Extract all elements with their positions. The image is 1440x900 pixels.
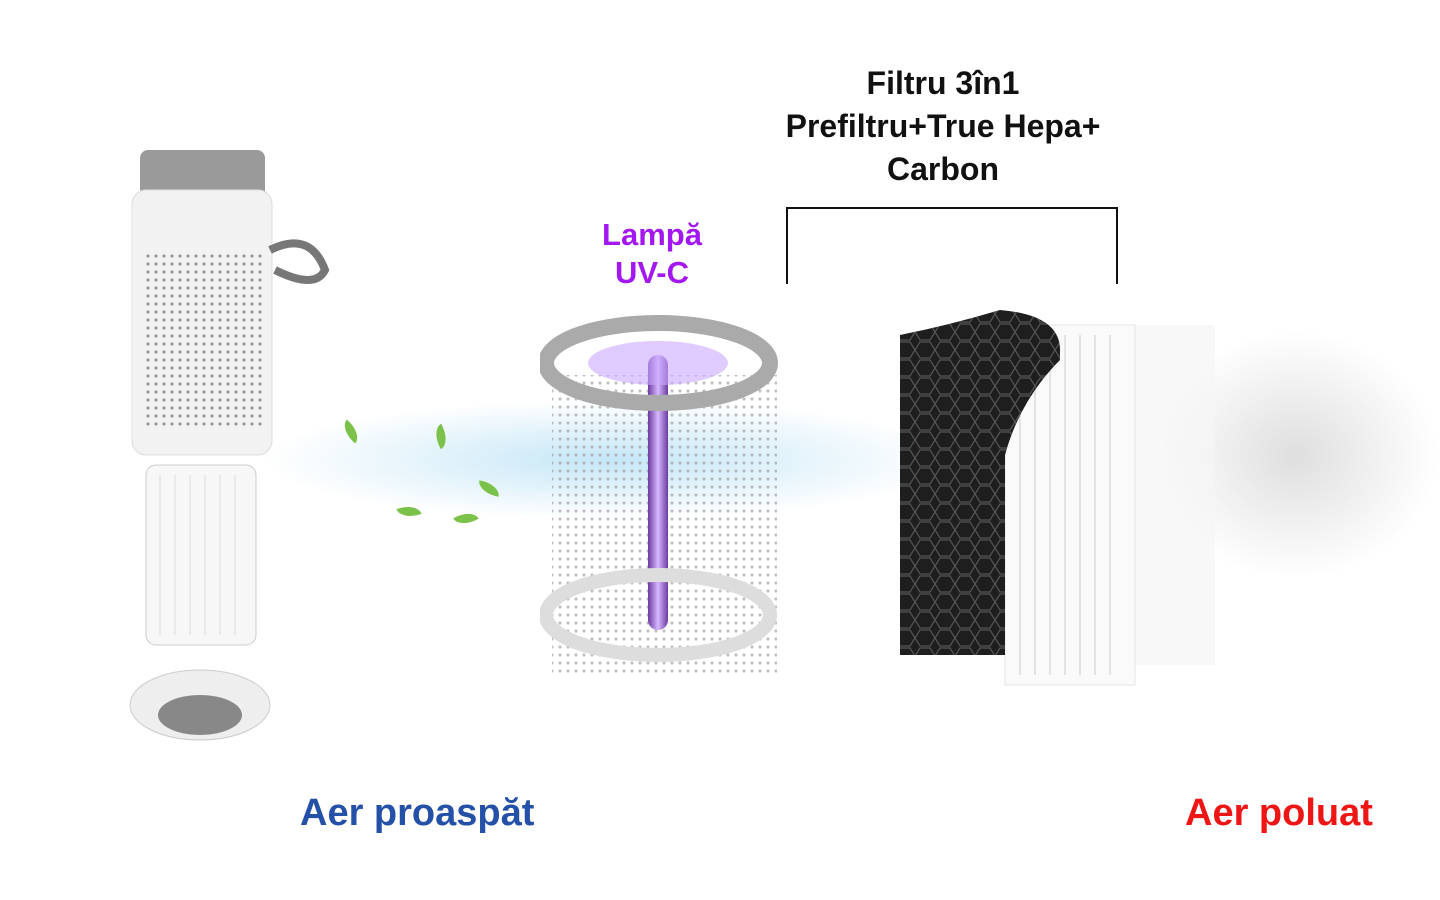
filter-bracket bbox=[786, 207, 1118, 284]
filter-label: Filtru 3în1 Prefiltru+True Hepa+ Carbon bbox=[700, 62, 1186, 191]
filter-label-line3: Carbon bbox=[887, 151, 999, 187]
filter-label-line1: Filtru 3în1 bbox=[866, 65, 1020, 101]
polluted-air-label: Aer poluat bbox=[1185, 792, 1373, 834]
fresh-air-label: Aer proaspăt bbox=[300, 792, 535, 834]
purifier-handle bbox=[268, 239, 330, 284]
uv-lamp-label: Lampă UV-C bbox=[560, 216, 744, 292]
uv-chamber-top-ring bbox=[540, 315, 778, 411]
filter-label-line2: Prefiltru+True Hepa+ bbox=[785, 108, 1101, 144]
uv-c-lamp-chamber bbox=[540, 315, 778, 675]
three-in-one-filter bbox=[900, 310, 1215, 686]
hepa-cartridge bbox=[145, 464, 257, 646]
uv-lamp-tube bbox=[648, 355, 668, 630]
purifier-exploded-illustration bbox=[129, 150, 330, 741]
uv-label-line1: Lampă bbox=[602, 217, 702, 252]
uv-label-line2: UV-C bbox=[614, 255, 690, 290]
